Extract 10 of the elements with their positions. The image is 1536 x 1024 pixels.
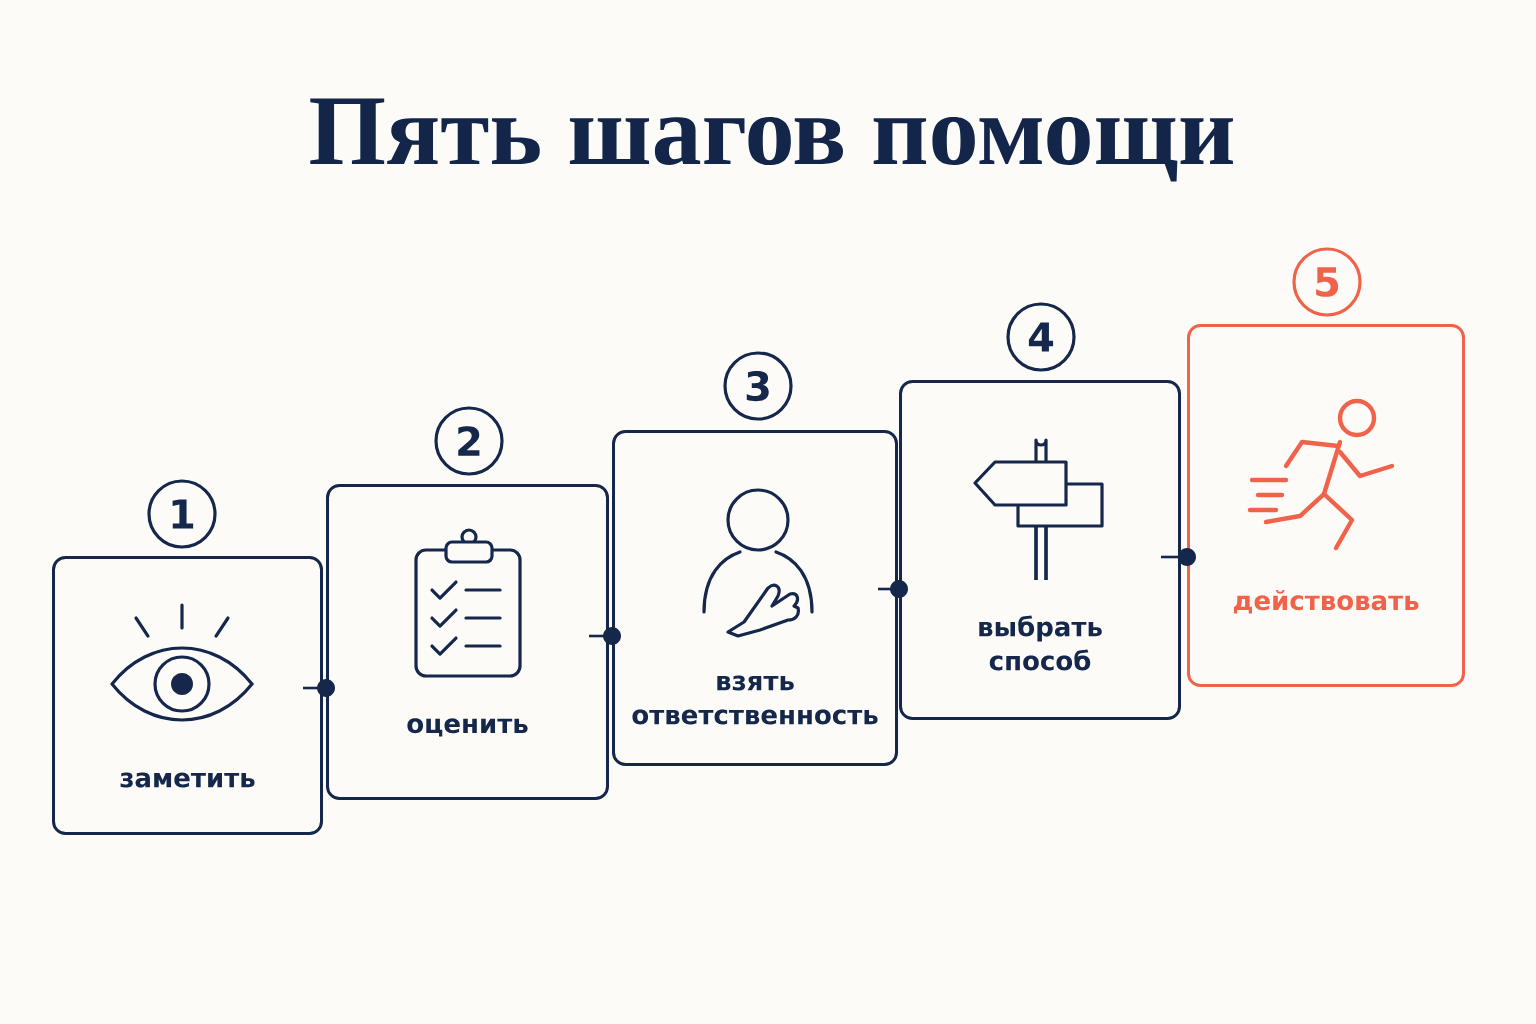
connector — [1161, 548, 1196, 566]
step-box: взять ответственность — [612, 430, 898, 766]
connector — [303, 679, 335, 697]
step-box: заметить — [52, 556, 323, 835]
step-box: действовать — [1187, 324, 1465, 687]
step-box: оценить — [326, 484, 609, 800]
step-box: выбрать способ — [899, 380, 1181, 720]
title: Пять шагов помощи — [310, 98, 1233, 182]
connector — [878, 580, 908, 598]
connector — [589, 627, 621, 645]
